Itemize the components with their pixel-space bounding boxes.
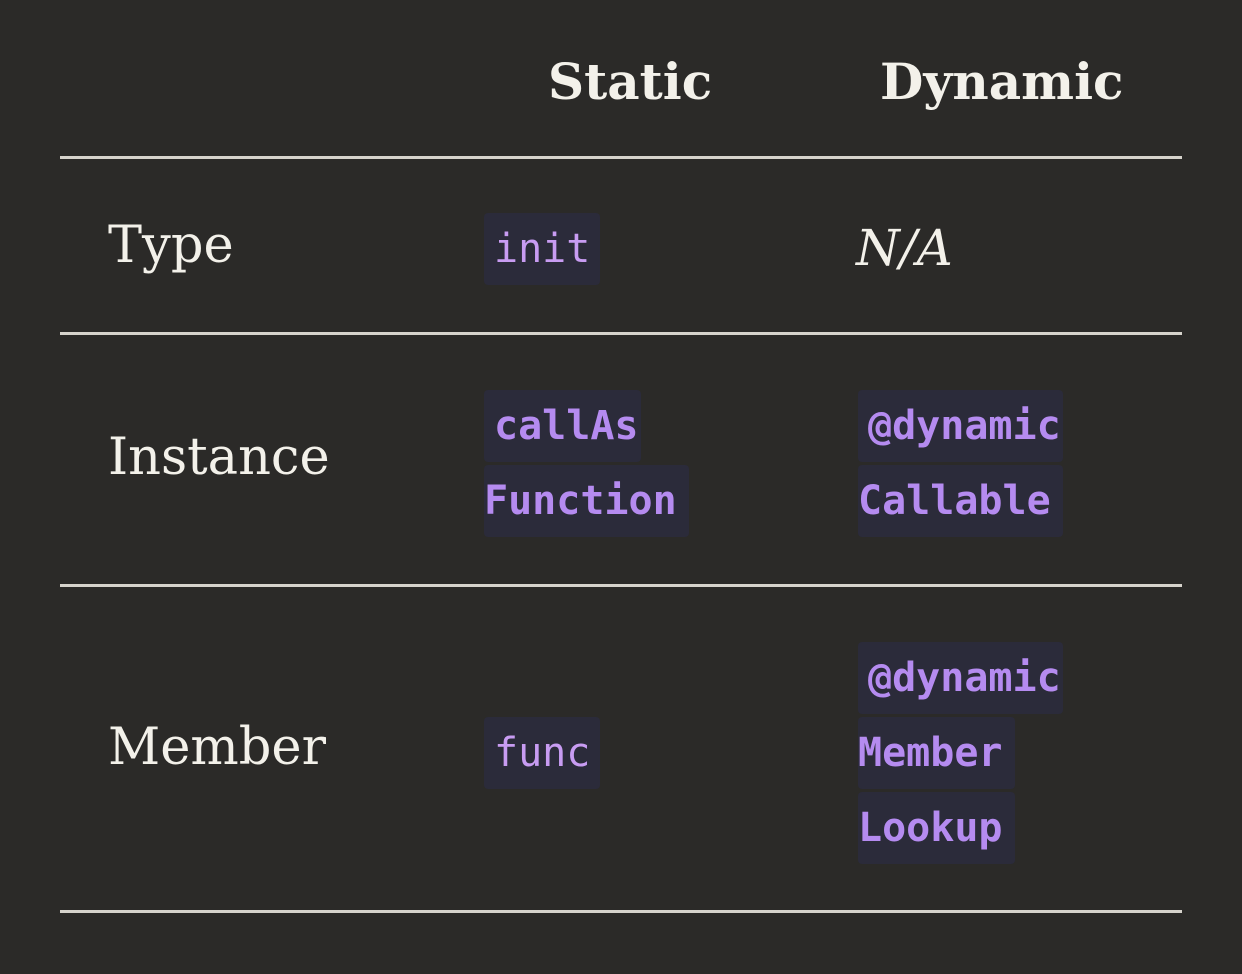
header-dynamic: Dynamic bbox=[880, 52, 1124, 111]
row-label-type: Type bbox=[108, 216, 234, 275]
row-rule-1 bbox=[60, 332, 1182, 335]
code-func: func bbox=[484, 717, 601, 789]
not-applicable-text: N/A bbox=[856, 219, 953, 277]
code-dynamic-member-lookup-line2: Member bbox=[858, 717, 1015, 789]
code-init: init bbox=[484, 213, 601, 285]
code-callas-line1: callAs bbox=[484, 390, 641, 462]
header-static: Static bbox=[548, 52, 713, 111]
code-callas-line2: Function bbox=[484, 465, 689, 537]
code-dynamic-member-lookup-line1: @dynamic bbox=[858, 642, 1063, 714]
row-rule-2 bbox=[60, 584, 1182, 587]
row-label-member: Member bbox=[108, 718, 326, 777]
code-dynamic-callable-line1: @dynamic bbox=[858, 390, 1063, 462]
code-dynamic-callable-line2: Callable bbox=[858, 465, 1063, 537]
table-bottom-rule bbox=[60, 910, 1182, 913]
code-dynamic-member-lookup-line3: Lookup bbox=[858, 792, 1015, 864]
row-label-instance: Instance bbox=[108, 428, 330, 487]
header-rule bbox=[60, 156, 1182, 159]
